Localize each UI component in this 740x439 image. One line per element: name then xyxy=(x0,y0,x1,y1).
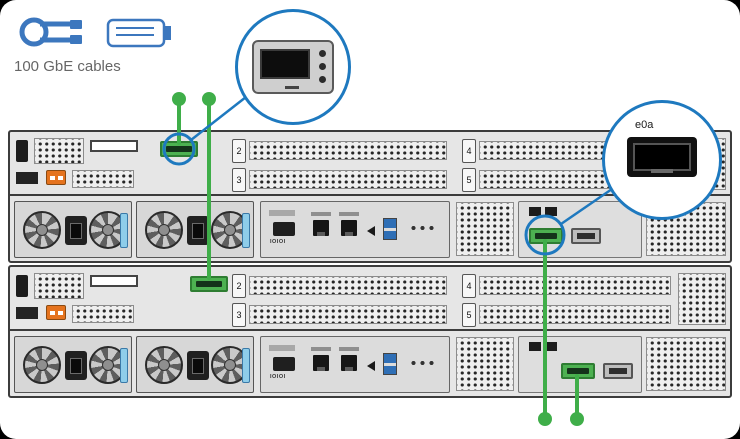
vent-panel xyxy=(646,337,726,391)
psu-latch xyxy=(120,348,128,383)
fan-icon xyxy=(145,211,183,249)
pcie-slot-3-tab: 3 xyxy=(232,168,246,192)
e0a-port-label: e0a xyxy=(635,119,654,131)
qsfp-transceiver-icon xyxy=(106,18,171,48)
port-label-mark xyxy=(339,212,359,216)
port-closeup-callout xyxy=(235,9,351,125)
power-inlet xyxy=(187,216,209,245)
fan-icon xyxy=(23,211,61,249)
psu-io-row: IOIOI xyxy=(10,333,730,396)
status-led-strip xyxy=(269,345,295,351)
cable-end-dot xyxy=(202,92,216,106)
small-port xyxy=(16,275,28,297)
psu-latch xyxy=(242,348,250,383)
pcie-slot-3-blank xyxy=(249,305,447,324)
port-100gbe-highlighted xyxy=(160,141,198,157)
pcie-slot-2-blank xyxy=(249,141,447,160)
port-label-mark xyxy=(311,212,331,216)
vent-panel xyxy=(72,170,134,188)
psu-io-row: IOIOI xyxy=(10,198,730,261)
pcie-slot-2-tab: 2 xyxy=(232,139,246,163)
led-indicators xyxy=(409,359,437,369)
cable-end-dot xyxy=(538,412,552,426)
power-inlet xyxy=(187,351,209,380)
cable-loop-icon xyxy=(19,17,82,47)
controller-module-row: 2 3 4 5 xyxy=(10,267,730,331)
usb-ports xyxy=(383,218,397,240)
power-inlet xyxy=(65,351,87,380)
vent-panel xyxy=(456,337,514,391)
vent-panel xyxy=(72,305,134,323)
sas-port-icon xyxy=(46,170,66,185)
fan-icon xyxy=(145,346,183,384)
psu-latch xyxy=(242,213,250,248)
port-label-mark xyxy=(339,347,359,351)
pcie-slot-4-tab: 4 xyxy=(462,139,476,163)
serial-console-port xyxy=(273,357,295,371)
port-e0a-highlighted xyxy=(561,363,595,379)
port-100gbe-highlighted xyxy=(190,276,228,292)
cable-end-dot xyxy=(172,92,186,106)
legend-label: 100 GbE cables xyxy=(14,58,121,75)
small-port xyxy=(529,342,541,351)
led-display xyxy=(90,140,138,152)
port-e0b xyxy=(571,228,601,244)
controller-chassis-2: 2 3 4 5 xyxy=(8,265,732,398)
small-port xyxy=(16,140,28,162)
power-supply-2 xyxy=(136,336,254,393)
small-port xyxy=(16,172,38,184)
port-e0a-highlighted xyxy=(529,228,563,244)
power-supply-1 xyxy=(14,336,132,393)
vent-panel xyxy=(34,138,84,164)
management-panel: IOIOI xyxy=(260,201,450,258)
vent-panel xyxy=(678,273,726,325)
usb-ports xyxy=(383,353,397,375)
rj45-mgmt-port xyxy=(313,355,329,371)
pcie-slot-5-blank xyxy=(479,305,671,324)
onboard-port-cluster xyxy=(518,201,642,258)
small-port xyxy=(545,207,557,216)
e0a-port-callout: e0a xyxy=(602,100,722,220)
cable-end-dot xyxy=(570,412,584,426)
legend-100gbe: 100 GbE cables xyxy=(12,10,212,80)
onboard-port-cluster xyxy=(518,336,642,393)
power-inlet xyxy=(65,216,87,245)
pcie-slot-2-tab: 2 xyxy=(232,274,246,298)
pcie-slot-4-tab: 4 xyxy=(462,274,476,298)
serial-console-port xyxy=(273,222,295,236)
serial-port-label: IOIOI xyxy=(270,374,286,380)
arrow-icon xyxy=(367,361,375,371)
serial-port-label: IOIOI xyxy=(270,239,286,245)
vent-panel xyxy=(456,202,514,256)
port-label-mark xyxy=(311,347,331,351)
port-detail-mark xyxy=(285,86,299,89)
led-indicators xyxy=(409,224,437,234)
port-e0b xyxy=(603,363,633,379)
pcie-slot-2-blank xyxy=(249,276,447,295)
pcie-slot-5-tab: 5 xyxy=(462,303,476,327)
fan-icon xyxy=(23,346,61,384)
pcie-slot-5-tab: 5 xyxy=(462,168,476,192)
port-closeup-drawing xyxy=(252,40,334,94)
rj45-mgmt-port xyxy=(341,355,357,371)
pcie-slot-3-tab: 3 xyxy=(232,303,246,327)
pcie-slot-4-blank xyxy=(479,276,671,295)
management-panel: IOIOI xyxy=(260,336,450,393)
small-port xyxy=(16,307,38,319)
led-display xyxy=(90,275,138,287)
small-port xyxy=(545,342,557,351)
small-port xyxy=(529,207,541,216)
rj45-mgmt-port xyxy=(313,220,329,236)
rj45-mgmt-port xyxy=(341,220,357,236)
power-supply-1 xyxy=(14,201,132,258)
arrow-icon xyxy=(367,226,375,236)
pcie-slot-3-blank xyxy=(249,170,447,189)
e0a-port-drawing xyxy=(627,137,697,177)
power-supply-2 xyxy=(136,201,254,258)
sas-port-icon xyxy=(46,305,66,320)
vent-panel xyxy=(34,273,84,299)
status-led-strip xyxy=(269,210,295,216)
psu-latch xyxy=(120,213,128,248)
